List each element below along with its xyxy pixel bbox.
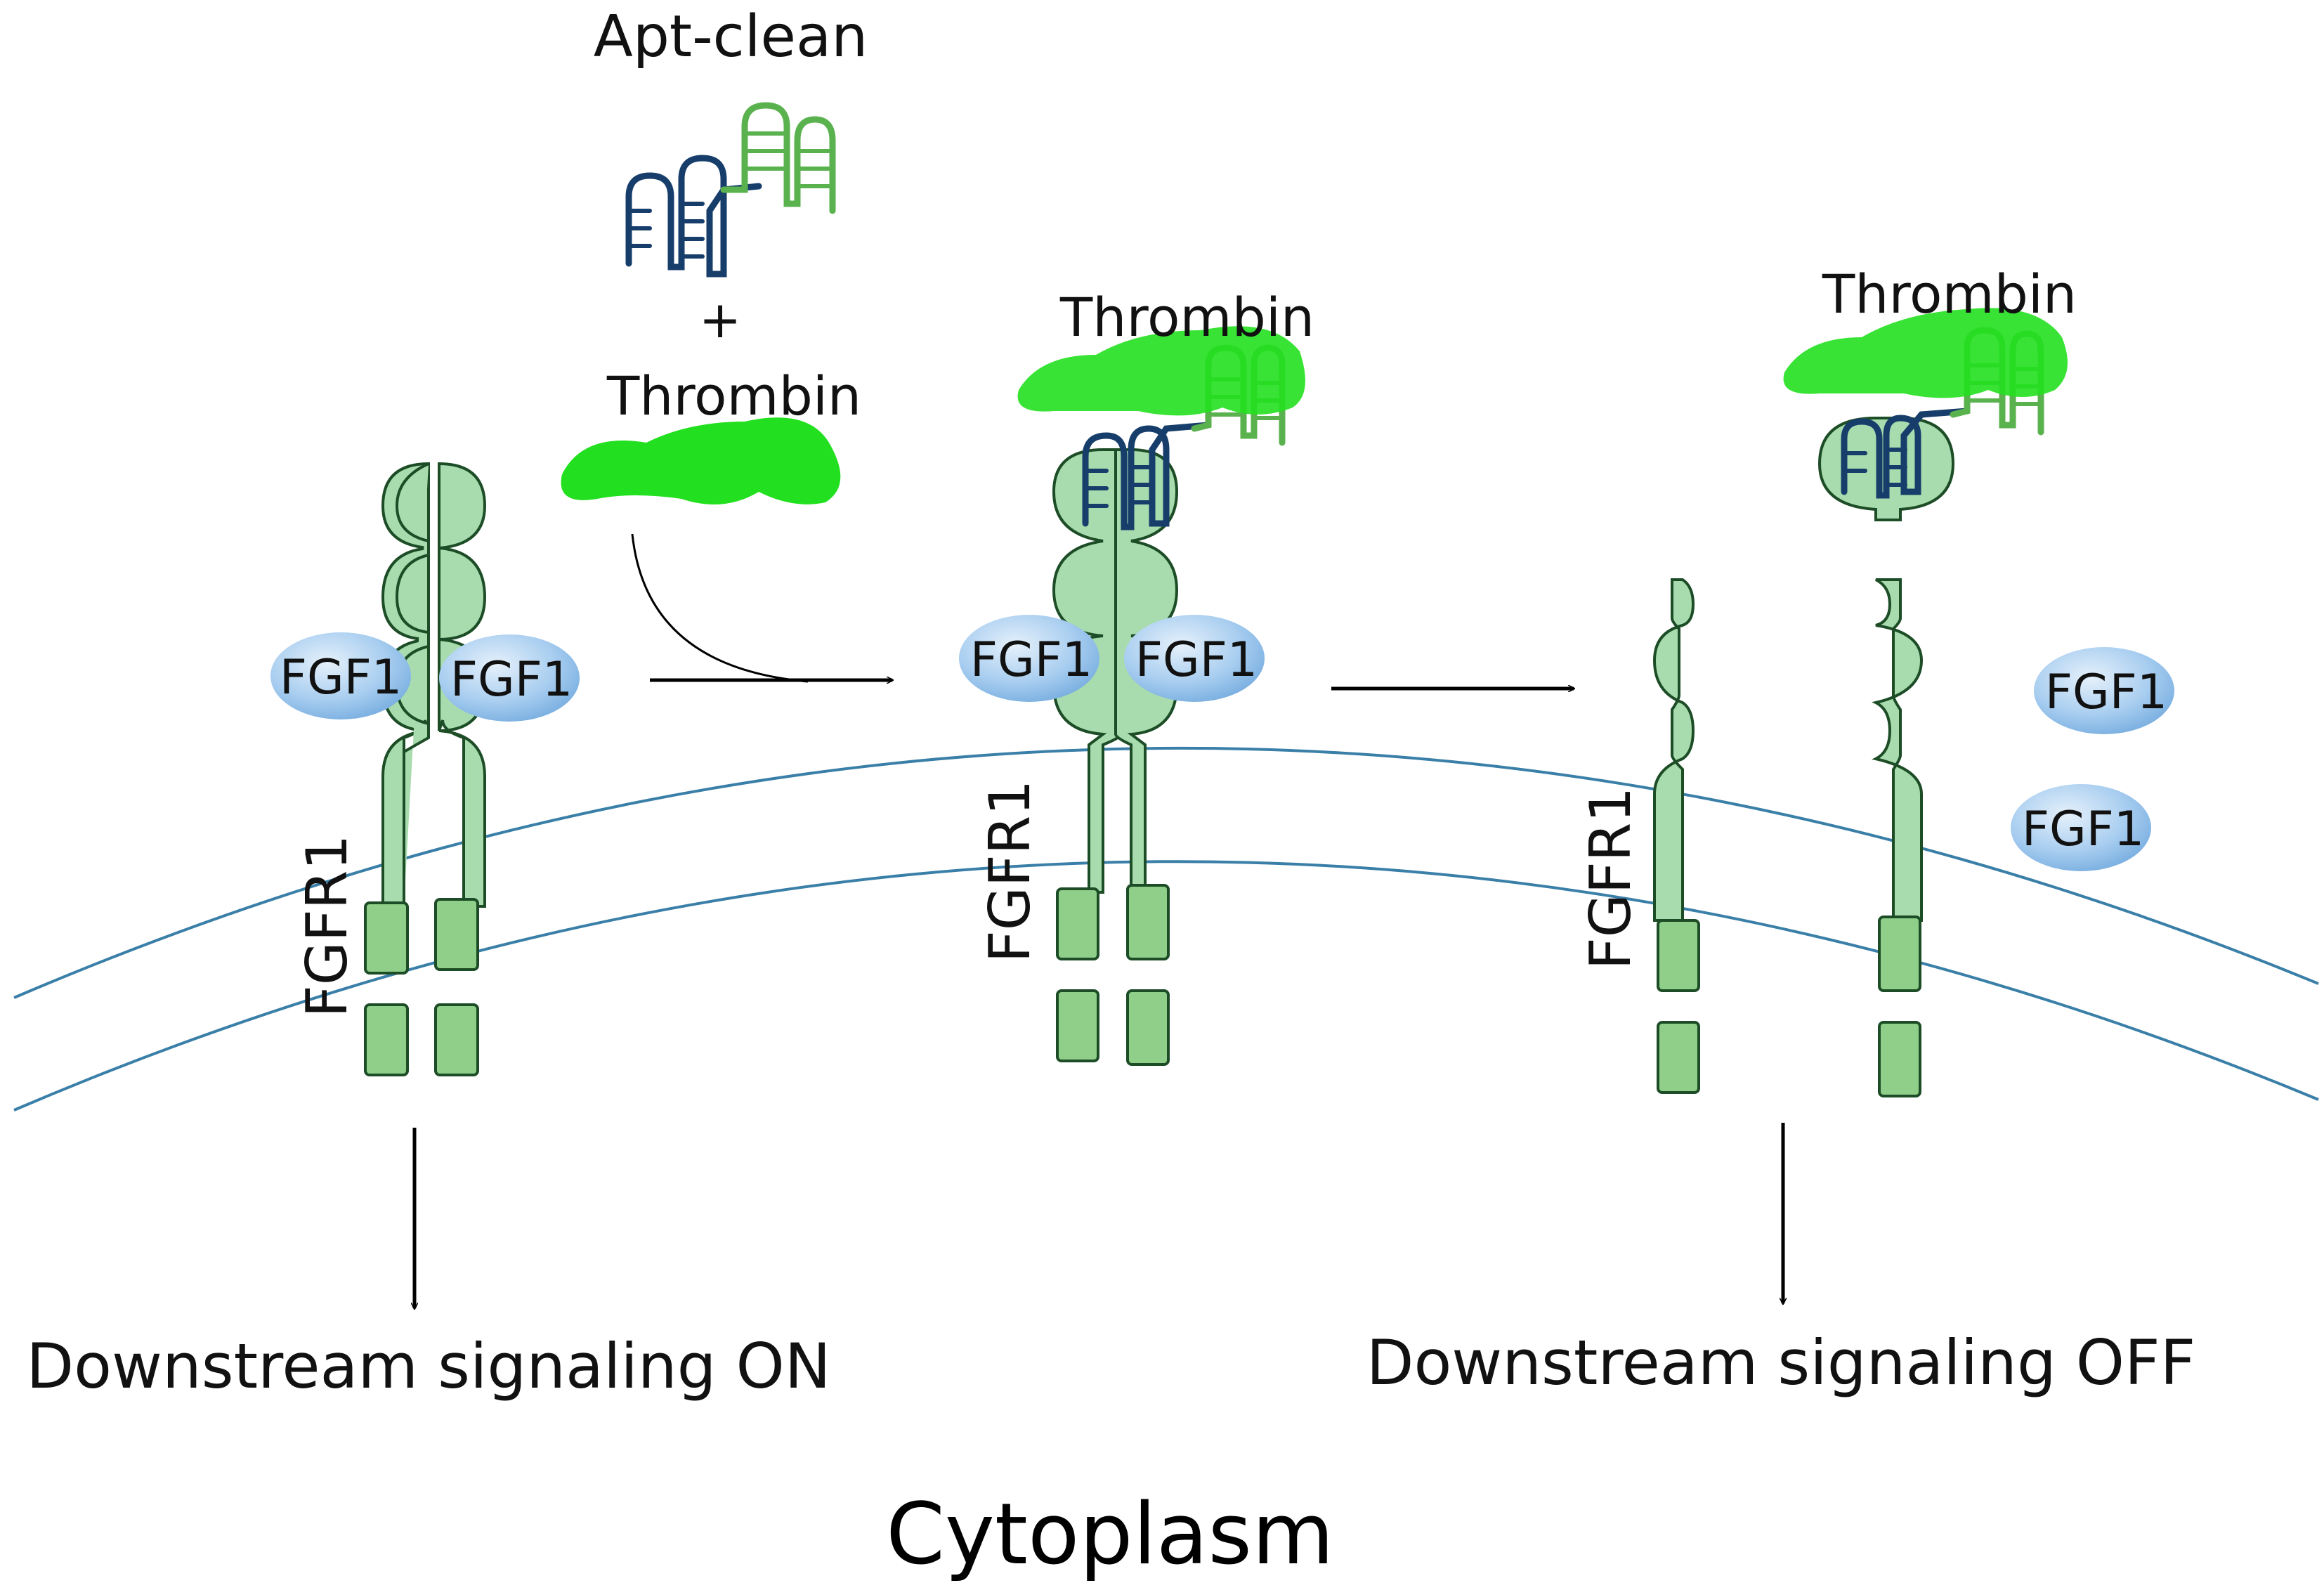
fgf1-ligand-left-2 — [439, 634, 580, 722]
fgf1-ligand-left-1 — [270, 632, 411, 719]
fgf1-label-released-2: FGF1 — [2022, 802, 2144, 857]
receptor-pair-right: FGFR1 FGF1 FGF1 Thrombin — [1578, 263, 2174, 1097]
aptamer-light-rungs — [746, 131, 831, 188]
kinase-box-middle-right-2 — [1126, 989, 1170, 1066]
plus-sign: + — [699, 290, 741, 349]
fgf1-ligand-middle-2 — [1124, 615, 1265, 702]
membrane-outer-line — [13, 746, 2319, 999]
removed-d1-domain-right: Thrombin — [1783, 263, 2077, 521]
kinase-box-left-2 — [364, 1003, 409, 1076]
kinase-box-right-1 — [434, 898, 479, 971]
thrombin-bound-blob-right — [1783, 308, 2068, 398]
aptamer-light-strand — [720, 102, 836, 214]
receptor-dimer-left: FGF1 FGF1 FGFR1 — [270, 462, 580, 1076]
fgfr1-chain-right-left — [1652, 578, 1695, 922]
thrombin-label-right: Thrombin — [1822, 263, 2077, 325]
signaling-on-label: Downstream signaling ON — [26, 1330, 830, 1402]
aptamer-dark-rungs — [627, 202, 705, 259]
kinase-box-right-left-2 — [1657, 1021, 1700, 1094]
thrombin-free-blob — [561, 417, 841, 504]
fgf1-label-left-1: FGF1 — [280, 650, 402, 705]
signaling-off-label: Downstream signaling OFF — [1366, 1327, 2196, 1399]
thrombin-free-label: Thrombin — [606, 365, 861, 427]
membrane-inner-line — [13, 860, 2319, 1112]
kinase-box-right-right-2 — [1878, 1021, 1921, 1097]
receptor-dimer-middle: FGF1 FGF1 FGFR1 Thrombin — [959, 286, 1314, 1066]
kinase-box-right-right-1 — [1878, 915, 1921, 992]
aptamer-dark-strand — [625, 155, 762, 278]
fgf1-ligand-middle-1 — [959, 615, 1099, 702]
fgf1-label-left-2: FGF1 — [450, 652, 573, 708]
fgf1-ligand-released-1 — [2034, 647, 2174, 734]
kinase-box-left-1 — [364, 901, 409, 975]
bound-aptamer-dark-middle — [1082, 422, 1212, 530]
cytoplasm-label: Cytoplasm — [886, 1486, 1334, 1584]
thrombin-bound-blob-middle — [1017, 326, 1305, 416]
fgfr1-label-right: FGFR1 — [1578, 787, 1643, 970]
kinase-box-middle-right-1 — [1126, 884, 1170, 960]
binding-curve-arrow — [631, 533, 809, 683]
kinase-box-middle-left-2 — [1056, 989, 1099, 1062]
fgf1-label-middle-1: FGF1 — [970, 632, 1092, 688]
fgfr1-label-middle: FGFR1 — [977, 780, 1043, 963]
kinase-box-right-2 — [434, 1003, 479, 1076]
fgf1-label-released-1: FGF1 — [2045, 665, 2167, 720]
cell-membrane — [13, 746, 2319, 1112]
fgf1-label-middle-2: FGF1 — [1135, 632, 1258, 688]
fgfr1-chain-right-right — [1872, 578, 1924, 922]
fgf1-ligand-released-2 — [2011, 784, 2151, 871]
removed-aptamer-dark — [1841, 408, 1971, 499]
apt-clean-label: Apt-clean — [594, 4, 868, 70]
kinase-box-right-left-1 — [1657, 919, 1700, 992]
kinase-box-middle-left-1 — [1056, 887, 1099, 960]
thrombin-label-middle: Thrombin — [1059, 286, 1314, 348]
apt-clean-aptamer — [625, 102, 836, 278]
fgfr1-label-left: FGFR1 — [294, 835, 360, 1018]
